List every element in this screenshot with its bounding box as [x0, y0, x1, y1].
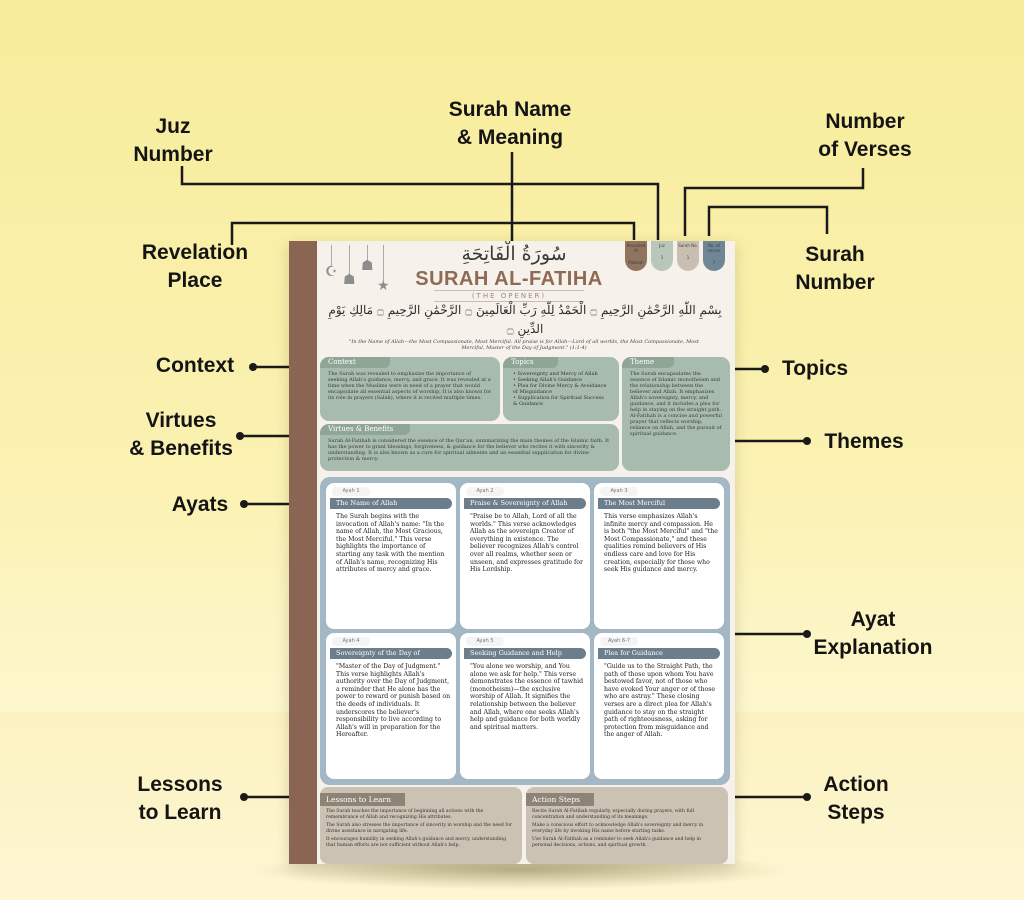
ayah-title: Plea for Guidance: [598, 648, 720, 659]
ayah-card: Ayah 4 Sovereignty of the Day of Judgmen…: [326, 633, 456, 779]
ayah-explanation: "You alone we worship, and You alone we …: [470, 663, 584, 731]
callout-virtues-benefits: Virtues& Benefits: [129, 409, 233, 460]
virtues-heading: Virtues & Benefits: [320, 424, 410, 435]
tab-surah-no: Surah No.1: [677, 241, 699, 271]
theme-heading: Theme: [622, 357, 674, 368]
list-item: Use Surah Al-Fatihah as a reminder to se…: [532, 837, 701, 848]
ayah-title: Seeking Guidance and Help: [464, 648, 586, 659]
action-heading: Action Steps: [526, 793, 594, 806]
list-item: Seeking Allah's Guidance: [513, 377, 609, 383]
callout-ayats: Ayats: [171, 493, 229, 516]
list-item: Recite Surah Al-Fatihah regularly, espec…: [532, 809, 695, 820]
ayah-label: Ayah 4: [332, 637, 370, 646]
lantern-decoration-icon: ☪ ☗ ☗ ★: [321, 245, 391, 305]
lessons-heading: Lessons to Learn: [320, 793, 405, 806]
ayah-card: Ayah 6-7 Plea for Guidance "Guide us to …: [594, 633, 724, 779]
ayah-card: Ayah 2 Praise & Sovereignty of Allah "Pr…: [460, 483, 590, 629]
surah-meaning: (THE OPENER): [434, 290, 584, 302]
surah-poster: ☪ ☗ ☗ ★ سُورَةُ الْفَاتِحَةِ SURAH AL-FA…: [289, 241, 735, 864]
ayah-explanation: "Praise be to Allah, Lord of all the wor…: [470, 513, 583, 574]
ayah-explanation: "Guide us to the Straight Path, the path…: [604, 663, 716, 739]
ayah-card: Ayah 5 Seeking Guidance and Help "You al…: [460, 633, 590, 779]
list-item: Plea for Divine Mercy & Avoidance of Mis…: [513, 383, 609, 395]
virtues-box: Virtues & Benefits Surah Al-Fatihah is c…: [320, 424, 619, 471]
verses-translation: "In the Name of Allah—the Most Compassio…: [349, 339, 699, 351]
topics-box: Topics Sovereignty and Mercy of Allah Se…: [503, 357, 619, 421]
ayah-label: Ayah 2: [466, 487, 504, 496]
ayah-title: Sovereignty of the Day of Judgment: [330, 648, 452, 668]
topics-heading: Topics: [503, 357, 558, 368]
ayah-title: The Most Merciful: [598, 498, 720, 509]
lessons-list: The Surah teaches the importance of begi…: [320, 809, 522, 848]
theme-text: The Surah encapsulates the essence of Is…: [630, 371, 722, 437]
ayah-card: Ayah 3 The Most Merciful This verse emph…: [594, 483, 724, 629]
ayah-label: Ayah 6-7: [600, 637, 638, 646]
topics-list: Sovereignty and Mercy of Allah Seeking A…: [503, 368, 619, 410]
theme-box: Theme The Surah encapsulates the essence…: [622, 357, 730, 471]
ayah-title: Praise & Sovereignty of Allah: [464, 498, 586, 509]
ayah-title: The Name of Allah: [330, 498, 452, 509]
poster-spine: [289, 241, 317, 864]
ayah-card: Ayah 1 The Name of Allah The Surah begin…: [326, 483, 456, 629]
list-item: The Surah also stresses the importance o…: [326, 823, 512, 834]
list-item: Make a conscious effort to acknowledge A…: [532, 823, 704, 834]
ayah-explanation: The Surah begins with the invocation of …: [336, 513, 445, 574]
callout-surah-name: Surah Name& Meaning: [448, 98, 572, 149]
ayah-explanation: This verse emphasizes Allah's infinite m…: [604, 513, 718, 574]
context-heading: Context: [320, 357, 390, 368]
callout-themes: Themes: [824, 430, 904, 453]
surah-title: SURAH AL-FATIHA: [415, 268, 603, 290]
list-item: Supplication for Spiritual Success & Gui…: [513, 395, 609, 407]
callout-topics: Topics: [781, 357, 849, 380]
list-item: It encourages humility in seeking Allah'…: [326, 837, 507, 848]
surah-arabic-name: سُورَةُ الْفَاتِحَةِ: [461, 243, 567, 265]
list-item: The Surah teaches the importance of begi…: [326, 809, 484, 820]
context-box: Context The Surah was revealed to emphas…: [320, 357, 500, 421]
ayah-explanation: "Master of the Day of Judgment." This ve…: [336, 663, 451, 739]
action-box: Action Steps Recite Surah Al-Fatihah reg…: [526, 787, 728, 864]
lessons-box: Lessons to Learn The Surah teaches the i…: [320, 787, 522, 864]
ayah-label: Ayah 1: [332, 487, 370, 496]
action-list: Recite Surah Al-Fatihah regularly, espec…: [526, 809, 728, 848]
virtues-text: Surah Al-Fatihah is considered the essen…: [328, 438, 610, 462]
callout-context: Context: [155, 354, 235, 377]
list-item: Sovereignty and Mercy of Allah: [513, 371, 609, 377]
ayah-label: Ayah 5: [466, 637, 504, 646]
ayat-panel: Ayah 1 The Name of Allah The Surah begin…: [320, 477, 730, 785]
arabic-verses: بِسْمِ اللَّهِ الرَّحْمَٰنِ الرَّحِيمِ ۝…: [328, 303, 722, 336]
context-text: The Surah was revealed to emphasize the …: [328, 371, 492, 401]
ayah-label: Ayah 3: [600, 487, 638, 496]
